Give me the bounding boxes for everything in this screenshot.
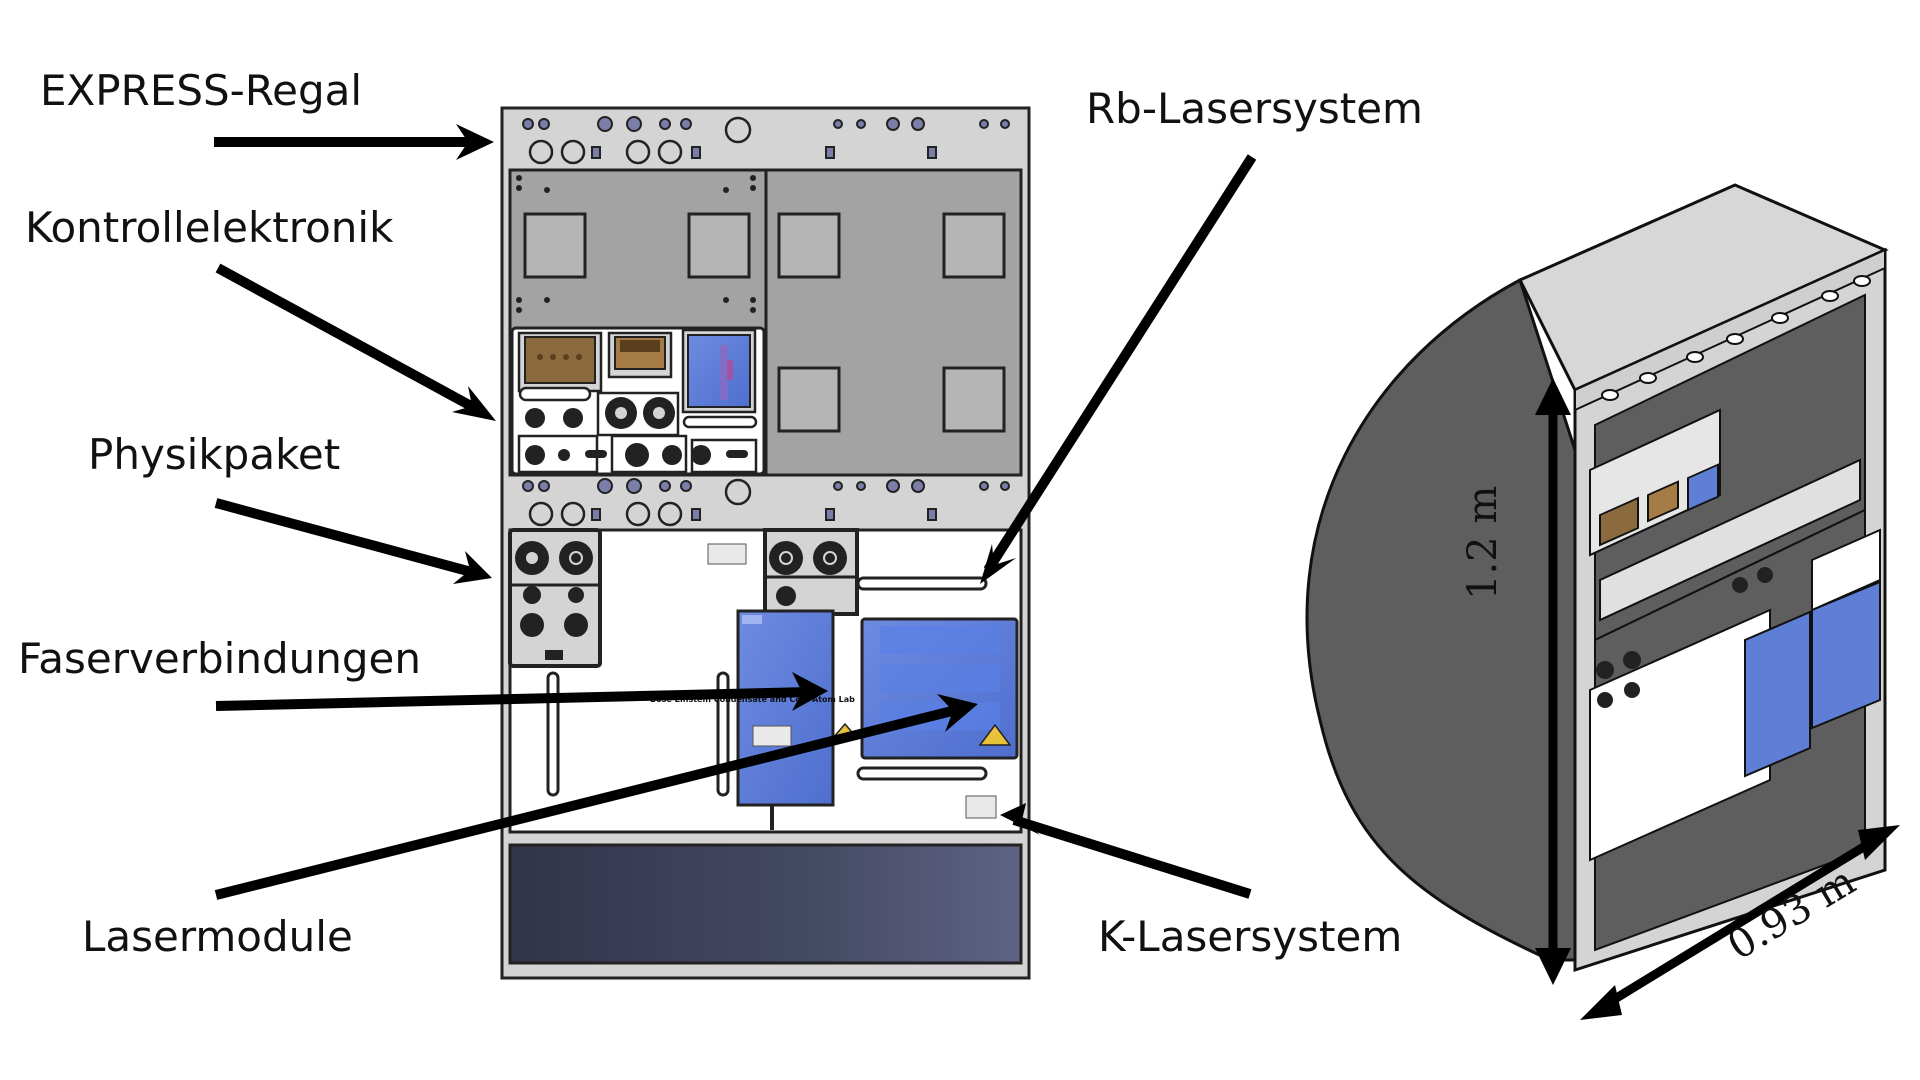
front-rack: Bose Einstein Condensate and Cold Atom L… bbox=[500, 106, 1031, 980]
isometric-rack bbox=[1305, 183, 1889, 973]
pointer-arrows bbox=[214, 124, 1257, 900]
label-k-laser-system: K-Lasersystem bbox=[1098, 912, 1403, 961]
dimension-arrows bbox=[1535, 378, 1900, 1020]
dimension-height-label: 1.2 m bbox=[1460, 485, 1506, 600]
physics-package-panel bbox=[508, 528, 602, 668]
label-rb-laser-system: Rb-Lasersystem bbox=[1086, 84, 1423, 133]
label-fiber-connections: Faserverbindungen bbox=[18, 634, 421, 683]
laser-module-right bbox=[860, 617, 1019, 760]
module-caption: Bose Einstein Condensate and Cold Atom L… bbox=[650, 695, 855, 704]
laser-module-left bbox=[736, 609, 859, 830]
label-control-electronics: Kontrollelektronik bbox=[25, 203, 394, 252]
label-laser-modules: Lasermodule bbox=[82, 912, 353, 961]
top-panel-holes bbox=[522, 116, 1010, 132]
label-express-rack: EXPRESS-Regal bbox=[40, 66, 363, 115]
label-tags bbox=[707, 543, 997, 819]
control-electronics-panel bbox=[510, 326, 766, 476]
label-physics-package: Physikpaket bbox=[88, 430, 341, 479]
